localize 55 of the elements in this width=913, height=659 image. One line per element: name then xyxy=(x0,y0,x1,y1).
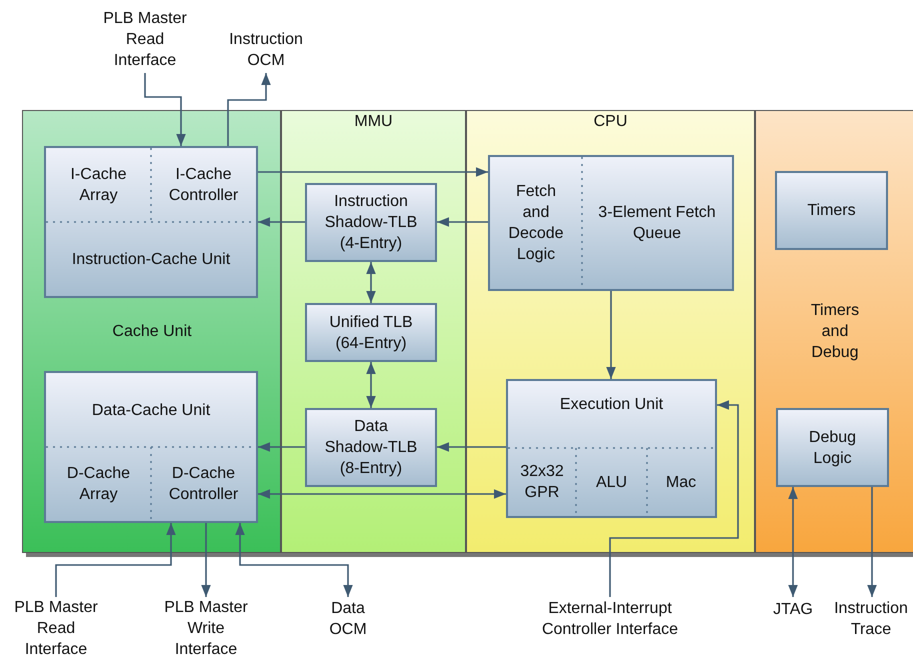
arrow xyxy=(437,217,488,227)
unit-box xyxy=(44,146,258,298)
arrow xyxy=(258,489,506,499)
arrow xyxy=(235,523,353,597)
interface-label: JTAG xyxy=(768,597,818,621)
arrow xyxy=(258,217,305,227)
compartment-label: 32x32 GPR xyxy=(519,462,565,503)
unit-label: Data Shadow-TLB (8-Entry) xyxy=(324,417,418,479)
interface-label: Instruction Trace xyxy=(826,597,913,641)
unit-label: Instruction Shadow-TLB (4-Entry) xyxy=(324,192,418,254)
arrow xyxy=(258,167,488,177)
arrow xyxy=(258,442,305,452)
arrow xyxy=(366,362,376,408)
unit-label: Unified TLB (64-Entry) xyxy=(328,312,414,354)
interface-label: Instruction OCM xyxy=(210,28,322,72)
unit-label: Execution Unit xyxy=(560,394,664,414)
unit-box xyxy=(776,408,889,487)
region-title: Cache Unit xyxy=(112,322,192,342)
arrow xyxy=(867,487,877,597)
unit-label: 3-Element Fetch Queue xyxy=(597,203,717,244)
unit-box xyxy=(305,408,437,487)
arrow xyxy=(437,442,506,452)
unit-label: Data-Cache Unit xyxy=(92,400,210,420)
arrow xyxy=(788,487,798,597)
interface-label: Data OCM xyxy=(318,597,378,641)
unit-box xyxy=(506,379,717,518)
region-title: MMU xyxy=(354,112,393,132)
arrow xyxy=(606,291,616,379)
unit-box xyxy=(488,155,734,291)
region-title: CPU xyxy=(594,112,628,132)
interface-label: PLB Master Write Interface xyxy=(152,597,260,659)
compartment-label: D-Cache Controller xyxy=(168,464,240,505)
compartment-label: ALU xyxy=(596,472,628,492)
region-title: Timers and Debug xyxy=(810,300,860,362)
compartment-label: D-Cache Array xyxy=(66,464,132,505)
interface-label: PLB Master Read Interface xyxy=(4,597,108,659)
unit-box xyxy=(44,371,258,523)
interface-label: PLB Master Read Interface xyxy=(80,5,210,73)
unit-label: Fetch and Decode Logic xyxy=(507,182,565,265)
arrow xyxy=(366,262,376,303)
interface-label: External-Interrupt Controller Interface xyxy=(520,597,700,641)
unit-label: Timers xyxy=(807,201,856,221)
compartment-label: I-Cache Controller xyxy=(168,165,240,206)
compartment-label: I-Cache Array xyxy=(69,165,128,206)
unit-box xyxy=(305,303,437,362)
compartment-label: Mac xyxy=(666,472,696,492)
unit-label: Debug Logic xyxy=(808,428,858,468)
arrow xyxy=(609,400,739,597)
unit-label: Instruction-Cache Unit xyxy=(72,250,230,270)
arrow xyxy=(144,73,186,146)
unit-box xyxy=(775,171,888,250)
arrow xyxy=(55,523,176,597)
arrow xyxy=(227,73,271,146)
unit-box xyxy=(305,183,437,262)
arrow xyxy=(201,523,211,597)
